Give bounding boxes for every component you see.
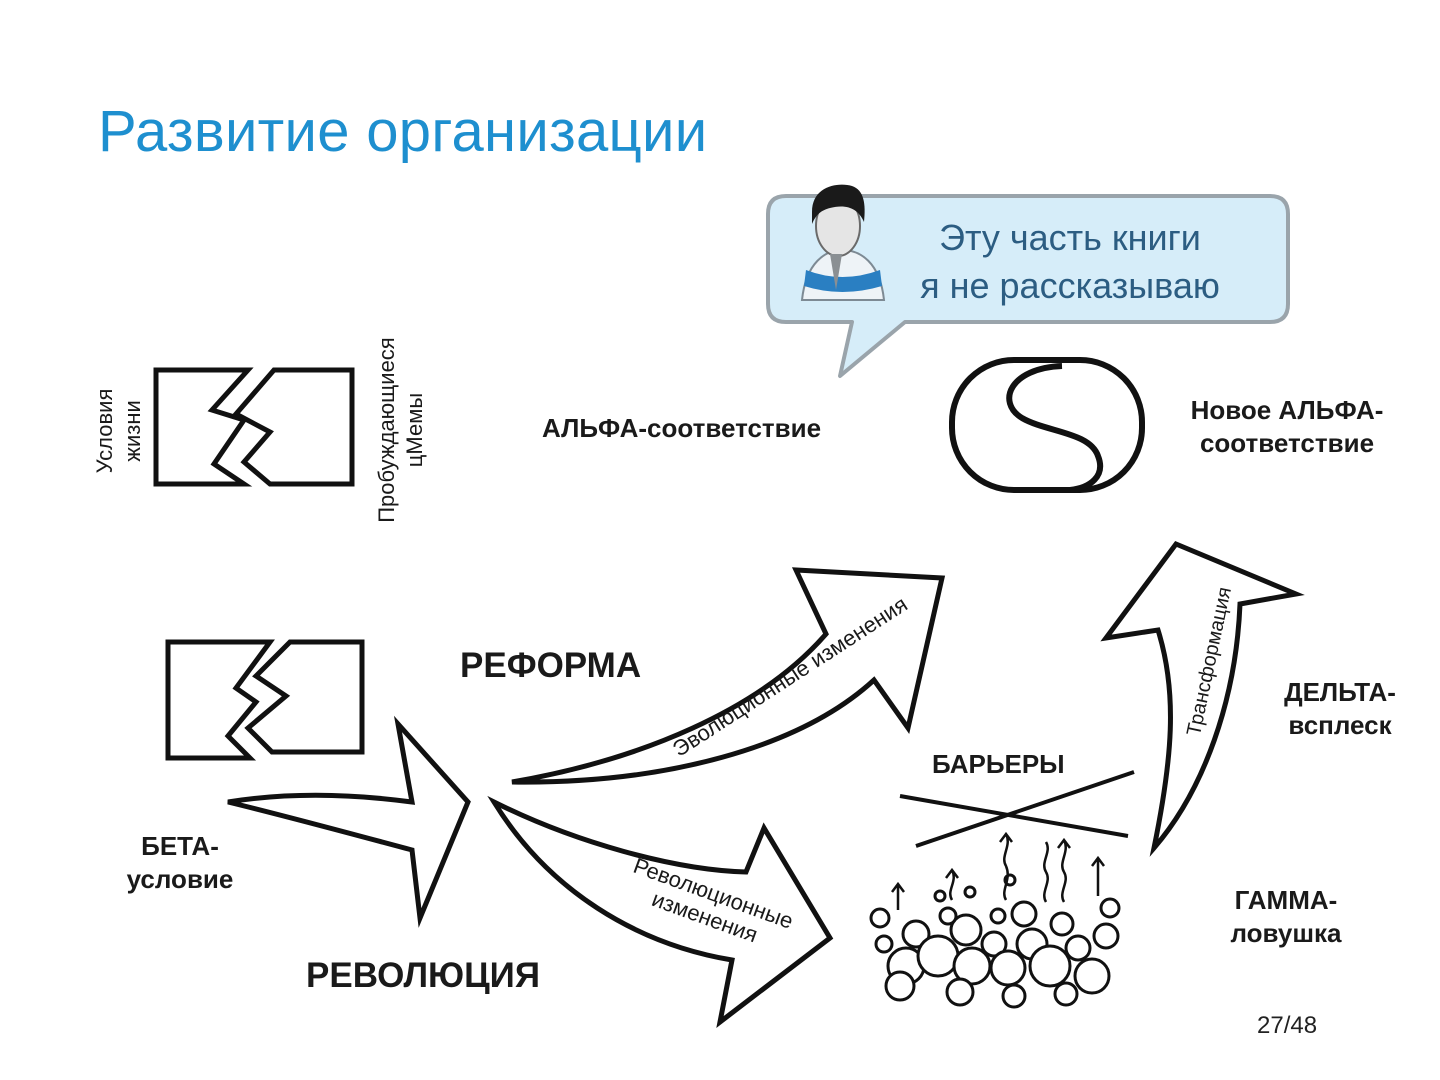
beta-arrow <box>227 715 471 928</box>
callout-line-1: Эту часть книги <box>939 217 1201 258</box>
beta-line-1: БЕТА- <box>141 831 219 861</box>
page-total: 48 <box>1290 1012 1318 1039</box>
life-conditions-line-2: жизни <box>119 400 145 462</box>
page-number: 27/48 <box>1257 1012 1318 1039</box>
callout-line-2: я не рассказываю <box>920 265 1220 306</box>
gamma-label: ГАММА- ловушка <box>1206 884 1366 949</box>
evolution-arrow <box>511 567 946 785</box>
barriers-cross <box>899 770 1135 848</box>
beta-label: БЕТА- условие <box>100 830 260 895</box>
gamma-line-2: ловушка <box>1230 917 1342 948</box>
new-alpha-label: Новое АЛЬФА- соответствие <box>1174 394 1400 459</box>
delta-line-1: ДЕЛЬТА- <box>1284 677 1396 707</box>
delta-line-2: всплеск <box>1288 709 1392 740</box>
gamma-bubbles <box>869 873 1121 1009</box>
person-icon <box>800 184 886 301</box>
awakening-line-1: Пробуждающиеся <box>374 337 399 523</box>
speech-bubble <box>766 194 1290 378</box>
delta-label: ДЕЛЬТА- всплеск <box>1260 676 1420 741</box>
page-title: Развитие организации <box>98 99 708 164</box>
life-conditions-label: Условия жизни <box>91 371 145 491</box>
revolution-arrow <box>487 795 834 1028</box>
gamma-line-1: ГАММА- <box>1234 885 1338 915</box>
life-conditions-line-1: Условия <box>92 388 117 474</box>
awakening-memes-label: Пробуждающиеся цМемы <box>373 319 429 541</box>
barriers-label: БАРЬЕРЫ <box>932 749 1065 779</box>
new-alpha-line-1: Новое АЛЬФА- <box>1190 395 1384 425</box>
new-alpha-line-2: соответствие <box>1199 427 1375 458</box>
broken-box-top <box>153 367 355 487</box>
callout-text: Эту часть книги я не рассказываю <box>880 214 1260 310</box>
revolution-label: РЕВОЛЮЦИЯ <box>306 956 540 995</box>
beta-line-2: условие <box>126 863 234 894</box>
awakening-line-2: цМемы <box>401 392 427 468</box>
alpha-fit-shape <box>949 357 1145 493</box>
broken-box-beta <box>165 639 365 761</box>
alpha-fit-label: АЛЬФА-соответствие <box>542 413 822 443</box>
page-current: 27 <box>1257 1012 1284 1039</box>
rising-arrows <box>891 831 1105 910</box>
reform-label: РЕФОРМА <box>460 646 642 685</box>
transformation-arrow <box>1100 540 1305 857</box>
